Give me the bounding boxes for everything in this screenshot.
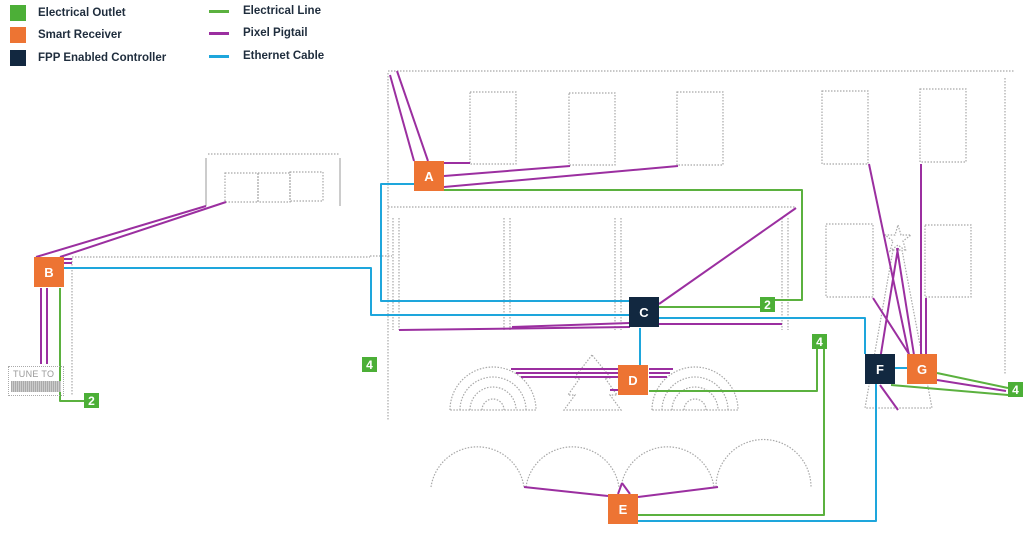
receiver-a[interactable]: A	[414, 161, 444, 191]
pixel-pigtails	[35, 70, 1007, 498]
legend-electrical-outlet: Electrical Outlet	[10, 5, 126, 21]
outlet-count: 4	[366, 357, 373, 372]
mega-tree	[864, 249, 933, 409]
spinner-left	[449, 366, 537, 411]
electrical-b	[59, 288, 84, 402]
legend-electrical-line: Electrical Line	[209, 5, 321, 17]
tree-star	[883, 222, 913, 253]
receiver-b[interactable]: B	[34, 257, 64, 287]
window	[568, 92, 616, 166]
ethernet-a-c	[380, 183, 630, 302]
spinner-right	[651, 366, 739, 411]
receiver-g[interactable]: G	[907, 354, 937, 384]
legend-fpp-controller: FPP Enabled Controller	[10, 50, 166, 66]
outlet-b[interactable]: 2	[84, 393, 99, 408]
tune-to-display	[11, 381, 61, 392]
ethernet-b-c	[64, 267, 630, 316]
window	[676, 91, 724, 166]
node-label: G	[916, 361, 928, 377]
electrical-d	[649, 348, 818, 392]
outlet-swatch-icon	[10, 5, 26, 21]
controller-swatch-icon	[10, 50, 26, 66]
window	[821, 90, 869, 165]
legend-label: Ethernet Cable	[243, 50, 325, 62]
receiver-swatch-icon	[10, 27, 26, 43]
ethernet-f-e	[638, 384, 877, 522]
node-label: F	[876, 361, 884, 377]
outlet-count: 2	[88, 393, 95, 408]
outlet-count: 4	[816, 334, 823, 349]
legend-smart-receiver: Smart Receiver	[10, 27, 122, 43]
pixel-pigtail-swatch-icon	[209, 31, 229, 35]
node-label: A	[424, 168, 434, 184]
legend-label: Smart Receiver	[38, 29, 122, 41]
ethernet-swatch-icon	[209, 54, 229, 58]
node-label: E	[618, 501, 628, 517]
arch	[430, 446, 525, 488]
legend-label: Electrical Outlet	[38, 7, 126, 19]
electrical-g	[936, 372, 1009, 389]
electrical-line-swatch-icon	[209, 9, 229, 13]
node-label: C	[639, 304, 649, 320]
controller-f[interactable]: F	[865, 354, 895, 384]
tune-to-sign: TUNE TO	[8, 366, 64, 396]
outlet-left[interactable]: 4	[362, 357, 377, 372]
window	[469, 91, 517, 165]
outlet-c[interactable]: 2	[760, 297, 775, 312]
legend-ethernet-cable: Ethernet Cable	[209, 50, 324, 62]
arch	[715, 438, 812, 488]
controller-c[interactable]: C	[629, 297, 659, 327]
outlet-d[interactable]: 4	[812, 334, 827, 349]
electrical-lines	[59, 189, 1009, 516]
receiver-e[interactable]: E	[608, 494, 638, 524]
legend-label: Pixel Pigtail	[243, 27, 308, 39]
node-label: D	[628, 372, 638, 388]
legend-pixel-pigtail: Pixel Pigtail	[209, 27, 308, 39]
receiver-d[interactable]: D	[618, 365, 648, 395]
electrical-f	[890, 384, 1009, 396]
outlet-count: 2	[764, 297, 771, 312]
ethernet-cables	[64, 183, 911, 522]
tune-to-text: TUNE TO	[13, 369, 55, 379]
legend-label: FPP Enabled Controller	[38, 52, 167, 64]
electrical-e	[638, 348, 825, 516]
outlet-count: 4	[1012, 382, 1019, 397]
node-label: B	[44, 264, 54, 280]
window	[924, 224, 972, 298]
electrical-a	[444, 189, 803, 301]
arch	[620, 446, 715, 488]
outlet-g[interactable]: 4	[1008, 382, 1023, 397]
window	[919, 88, 967, 163]
ethernet-c-f	[659, 317, 866, 354]
arch	[525, 446, 620, 488]
legend-label: Electrical Line	[243, 5, 321, 17]
